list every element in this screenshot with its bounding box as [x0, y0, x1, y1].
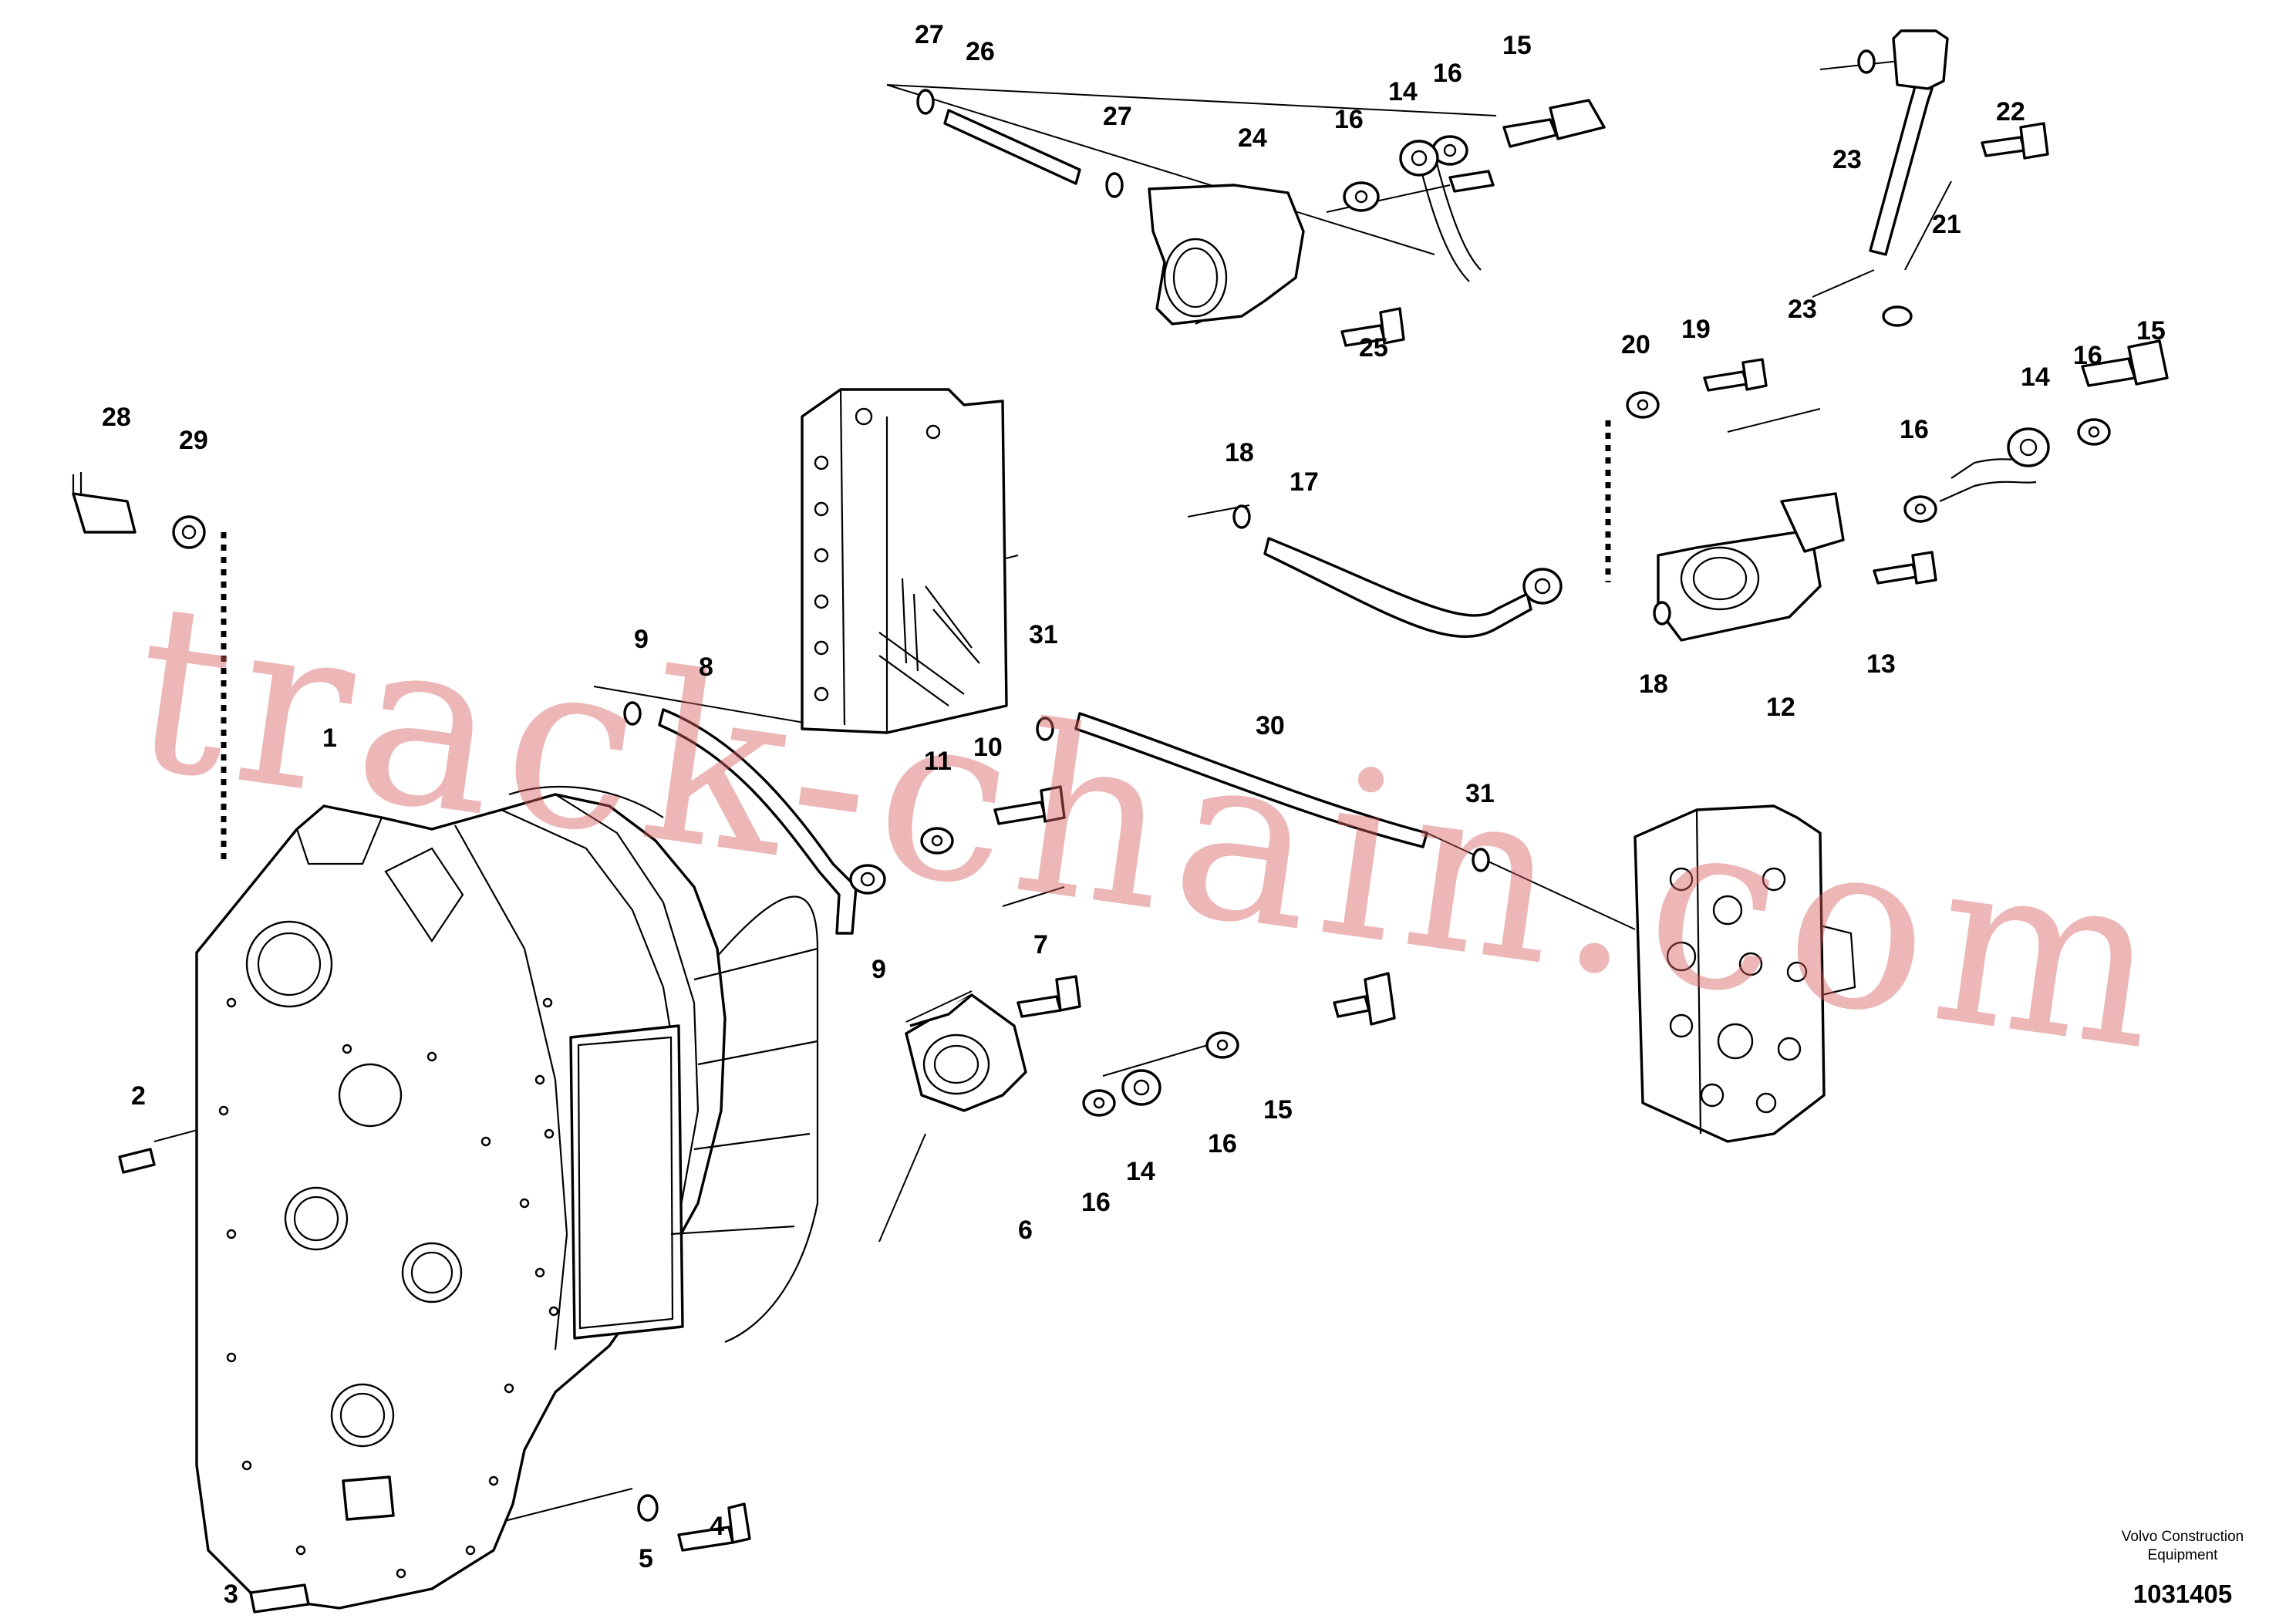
washers-and-rings — [172, 49, 2111, 1522]
part-label-28: 28 — [102, 403, 131, 432]
part-label-22: 22 — [1996, 97, 2025, 126]
part-label-24: 24 — [1238, 123, 1267, 153]
part-label-27-top: 27 — [915, 20, 944, 49]
brand-line-2: Equipment — [2148, 1547, 2219, 1563]
part-label-1: 1 — [322, 723, 337, 753]
part-label-23-mid: 23 — [1788, 295, 1817, 324]
part-label-5: 5 — [639, 1544, 653, 1573]
part-label-21: 21 — [1932, 210, 1961, 239]
valve-block-lower — [1633, 804, 1856, 1143]
part-label-15-bottom: 15 — [1263, 1095, 1293, 1125]
part-label-11: 11 — [924, 747, 952, 776]
part-label-16-e: 16 — [1081, 1188, 1111, 1217]
transmission-housing — [195, 785, 819, 1610]
part-number-labels: 1 2 3 4 5 6 7 8 9 9 10 11 12 13 14 14 14… — [102, 20, 2166, 1609]
fittings — [905, 29, 1949, 1112]
part-label-18-bottom: 18 — [1639, 669, 1668, 699]
part-label-31-lower: 31 — [1465, 779, 1495, 808]
part-label-23-top: 23 — [1832, 145, 1862, 174]
part-label-4: 4 — [710, 1512, 724, 1541]
hardware — [72, 99, 2169, 1614]
part-label-30: 30 — [1256, 711, 1285, 740]
part-label-14-top: 14 — [1388, 77, 1418, 106]
part-label-16-c: 16 — [1900, 415, 1929, 444]
part-label-14-right: 14 — [2021, 363, 2050, 392]
part-label-12: 12 — [1766, 693, 1795, 722]
part-label-18-top: 18 — [1225, 438, 1254, 467]
pipes — [658, 56, 2037, 935]
part-label-16-b: 16 — [1433, 59, 1462, 88]
part-label-26: 26 — [966, 37, 995, 66]
part-label-15-right: 15 — [2136, 316, 2166, 346]
valve-block-upper — [801, 388, 1008, 734]
drawing-number: 1031405 — [2133, 1580, 2232, 1608]
part-label-25: 25 — [1359, 333, 1388, 363]
part-label-14-bottom: 14 — [1126, 1157, 1155, 1186]
part-label-16-a: 16 — [1334, 105, 1364, 134]
part-label-19: 19 — [1681, 315, 1711, 344]
part-label-16-d: 16 — [2073, 341, 2102, 370]
part-label-10: 10 — [973, 733, 1003, 762]
brand-block: Volvo Construction Equipment 1031405 — [2122, 1529, 2244, 1608]
part-label-8: 8 — [699, 653, 713, 682]
part-label-20: 20 — [1621, 330, 1650, 359]
part-label-2: 2 — [131, 1081, 146, 1111]
part-label-3: 3 — [224, 1580, 238, 1609]
part-label-6: 6 — [1018, 1216, 1033, 1245]
part-label-17: 17 — [1290, 467, 1319, 497]
part-label-16-f: 16 — [1208, 1129, 1237, 1158]
part-label-7: 7 — [1033, 930, 1048, 959]
part-label-15-top: 15 — [1502, 31, 1532, 60]
part-label-31-upper: 31 — [1029, 620, 1058, 649]
part-label-27-mid: 27 — [1103, 102, 1132, 131]
part-label-13: 13 — [1866, 649, 1896, 679]
part-label-9-top: 9 — [634, 625, 649, 654]
part-label-29: 29 — [179, 426, 208, 455]
part-label-9-bottom: 9 — [872, 955, 886, 984]
brand-line-1: Volvo Construction — [2122, 1529, 2244, 1545]
